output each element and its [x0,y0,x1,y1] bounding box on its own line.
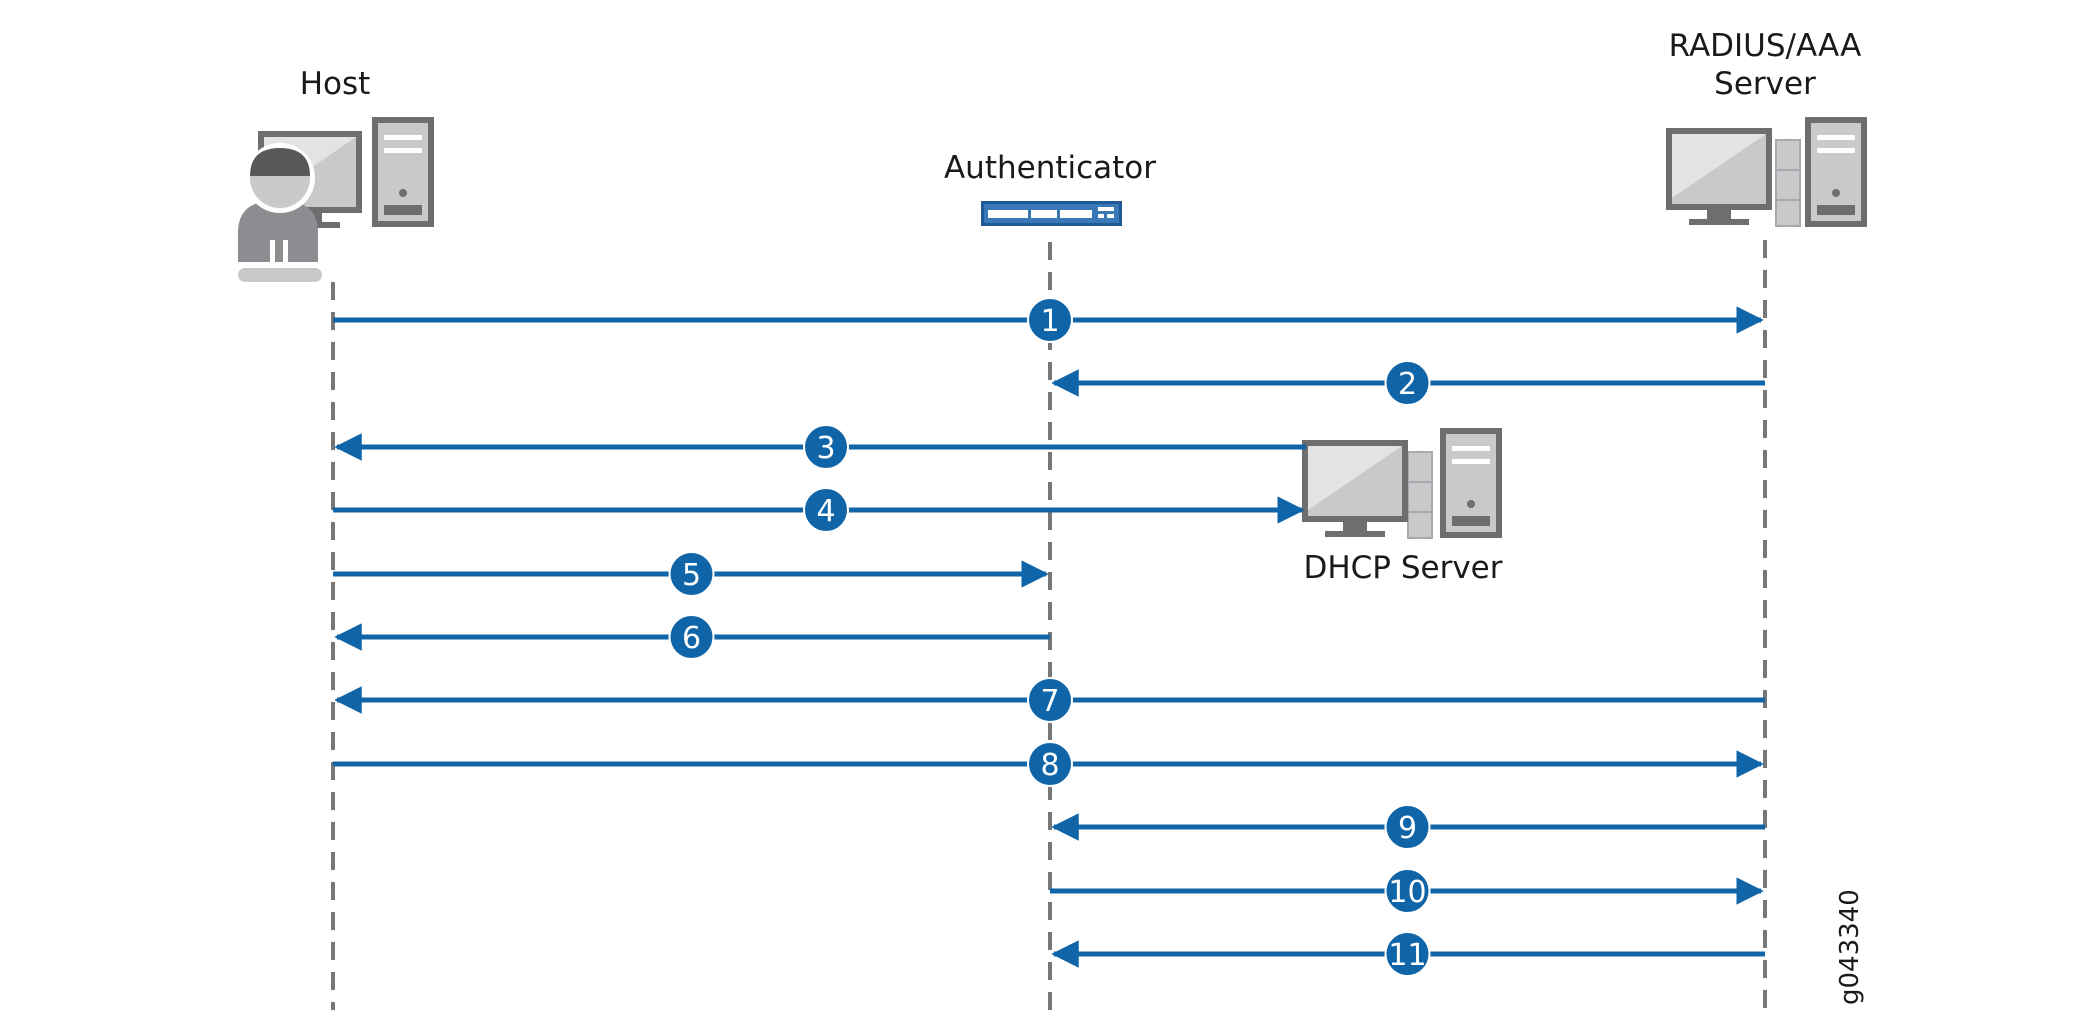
radius-label-line1: RADIUS/AAA [1669,28,1862,64]
step-number-3: 3 [816,431,835,466]
step-badge-5 [668,551,715,597]
step-badge-3 [803,424,849,470]
step-badge-9 [1384,804,1431,850]
radius-server-icon [1666,117,1867,227]
step-badge-7 [1027,677,1073,723]
step-badge-2 [1384,360,1431,406]
step-number-11: 11 [1388,938,1426,973]
host-label: Host [300,66,371,102]
step-badge-1 [1027,297,1073,343]
dhcp-label: DHCP Server [1303,550,1502,586]
step-badge-4 [803,487,849,533]
step-number-9: 9 [1398,811,1417,846]
step-badge-10 [1384,868,1431,914]
authenticator-label: Authenticator [944,150,1156,186]
host-icon [238,117,434,282]
step-number-2: 2 [1398,367,1417,402]
step-number-5: 5 [682,558,701,593]
step-number-10: 10 [1388,875,1426,910]
step-badge-8 [1027,741,1073,787]
figure-id: g043340 [1835,889,1865,1005]
step-number-4: 4 [816,494,835,529]
step-number-6: 6 [682,621,701,656]
step-number-7: 7 [1040,684,1059,719]
step-number-8: 8 [1040,748,1059,783]
step-number-1: 1 [1040,304,1059,339]
message-arrows: 1 2 3 4 5 6 7 8 9 10 11 [333,297,1765,977]
step-badge-11 [1384,931,1431,977]
step-badge-6 [668,614,715,660]
dhcp-server-icon [1302,428,1502,539]
switch-icon [981,201,1122,226]
radius-label-line2: Server [1714,66,1816,102]
